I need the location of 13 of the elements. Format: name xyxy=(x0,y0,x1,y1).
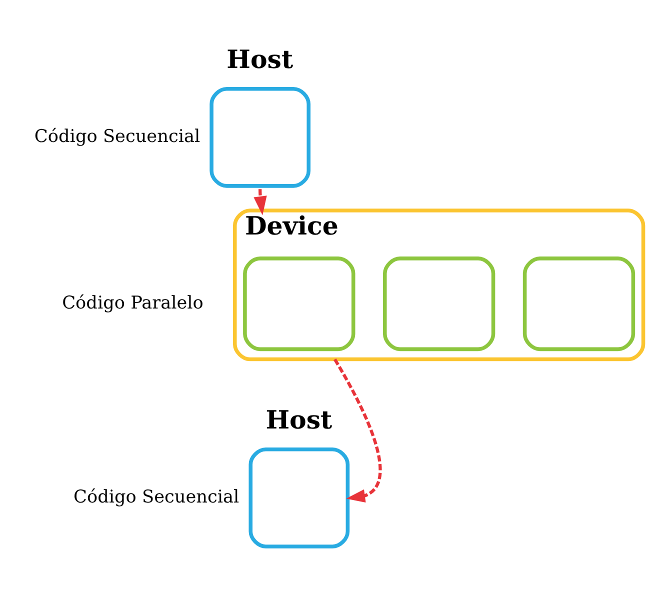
node-label: Código Paralelo xyxy=(62,293,204,314)
node-label: Host xyxy=(226,44,294,74)
node-label: Código Secuencial xyxy=(74,488,240,508)
node-label: Código Secuencial xyxy=(34,127,200,148)
node-box xyxy=(382,256,496,352)
cluster: Device xyxy=(232,208,646,362)
node-box xyxy=(243,256,356,352)
node-box xyxy=(522,256,636,352)
node-label: Host xyxy=(266,404,332,435)
node-box xyxy=(210,86,310,188)
arrow xyxy=(254,189,267,216)
node-box xyxy=(248,448,350,548)
arrow xyxy=(333,358,382,503)
